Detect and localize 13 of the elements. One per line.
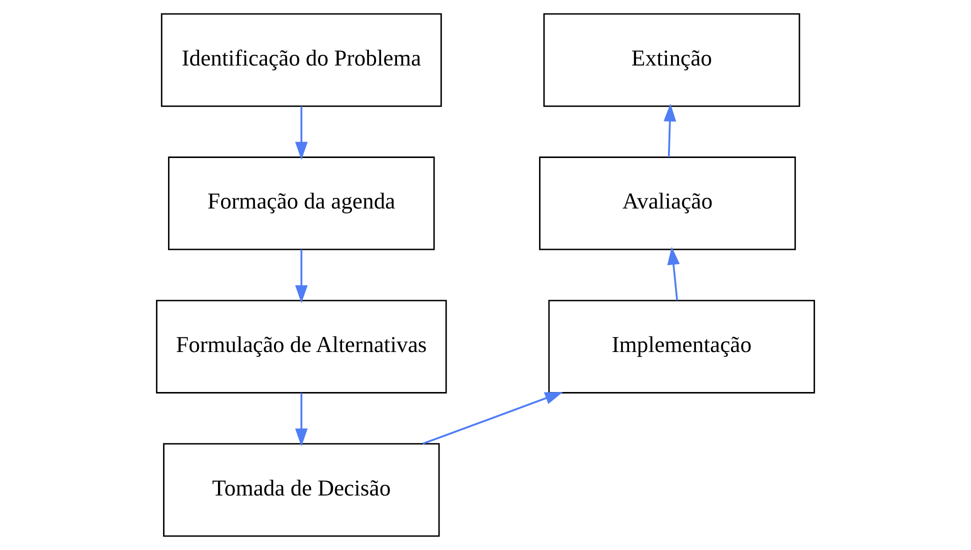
node-box: Avaliação (539, 156, 796, 250)
arrow (295, 250, 308, 304)
node-box: Formulação de Alternativas (156, 300, 447, 394)
node-box: Implementação (548, 300, 816, 394)
node-box: Tomada de Decisão (163, 443, 440, 537)
node-box: Identificação do Problema (160, 13, 442, 107)
node-box: Extinção (543, 13, 800, 107)
arrow (664, 104, 676, 158)
node-box: Formação da agenda (168, 156, 435, 250)
arrow (295, 106, 308, 160)
arrow (422, 392, 563, 445)
arrow (667, 246, 680, 300)
arrow (295, 392, 308, 446)
